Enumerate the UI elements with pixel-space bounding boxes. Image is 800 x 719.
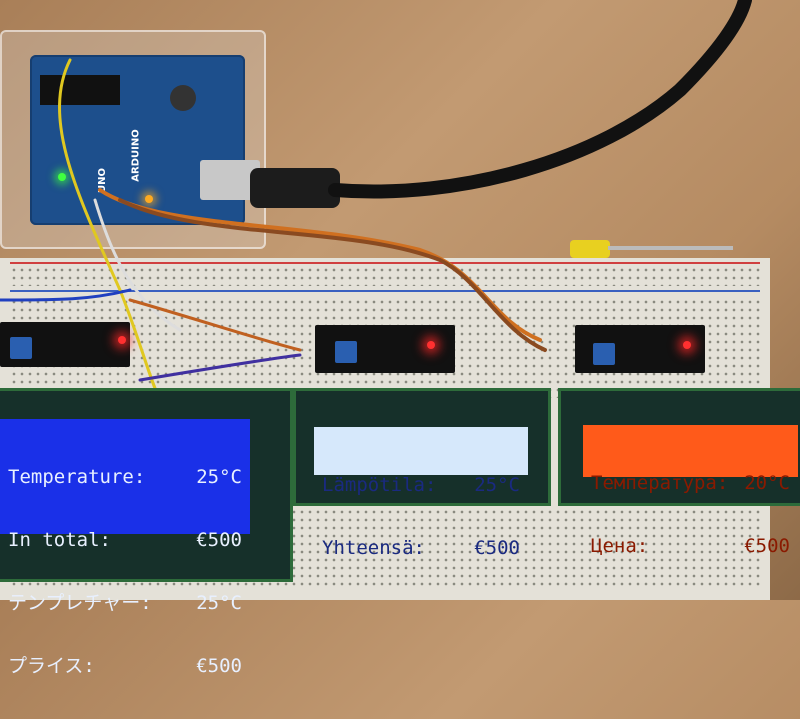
blue-rail-line	[10, 290, 760, 292]
lcd-line: プライス: €500	[8, 656, 242, 677]
usb-cable	[328, 0, 752, 199]
red-rail-line	[10, 262, 760, 264]
lcd-label: プライス:	[8, 655, 95, 677]
lcd-line: Temperature: 25°C	[8, 467, 242, 488]
lcd-line: In total: €500	[8, 530, 242, 551]
lcd-module-left: Temperature: 25°C In total: €500 テンプレチャー: 2…	[0, 388, 293, 677]
lcd-line: Цена: €500	[591, 536, 790, 557]
jumper-wires	[0, 58, 547, 402]
power-rail-holes	[10, 266, 760, 286]
tx-led	[145, 195, 153, 203]
usb-cable-plug[interactable]	[250, 168, 340, 208]
wire-white	[93, 198, 182, 332]
backpack-led	[683, 341, 691, 349]
lcd-line: Lämpötila: 25°C	[322, 475, 520, 496]
lcd-label: テンプレチャー:	[8, 592, 152, 614]
wire-brown	[118, 198, 547, 352]
lcd-label: Температура:	[591, 472, 729, 494]
backpack-led	[118, 336, 126, 344]
lcd-label: Lämpötila:	[322, 474, 437, 496]
lcd-line: Температура: 20°C	[591, 473, 790, 494]
lcd-screen-right: Температура: 20°C Цена: €500	[583, 425, 798, 557]
contrast-potentiometer[interactable]	[335, 341, 357, 363]
backpack-led	[427, 341, 435, 349]
lcd-label: Temperature:	[8, 466, 146, 488]
lcd-value: €500	[474, 537, 520, 559]
lcd-value: 25°C	[474, 474, 520, 496]
cable-layer	[328, 0, 752, 199]
i2c-backpack-right	[575, 325, 705, 373]
lcd-value: 25°C	[196, 466, 242, 488]
lcd-line: テンプレチャー: 25°C	[8, 593, 242, 614]
lcd-value: €500	[196, 655, 242, 677]
arduino-uno-board: ARDUINO UNO	[30, 55, 245, 225]
microcontroller-chip	[40, 75, 120, 105]
lcd-label: In total:	[8, 529, 111, 551]
i2c-backpack-left	[0, 322, 130, 367]
lcd-value: €500	[744, 535, 790, 557]
contrast-potentiometer[interactable]	[10, 337, 32, 359]
lcd-module-right: Температура: 20°C Цена: €500	[558, 388, 800, 557]
lcd-screen-left: Temperature: 25°C In total: €500 テンプレチャー: 2…	[0, 419, 250, 677]
lcd-line: Yhteensä: €500	[322, 538, 520, 559]
lcd-value: 20°C	[744, 472, 790, 494]
lcd-module-middle: Lämpötila: 25°C Yhteensä: €500	[293, 388, 551, 559]
lcd-value: 25°C	[196, 592, 242, 614]
wire-yellow	[58, 58, 162, 402]
wire-blue	[0, 288, 132, 302]
screwdriver-handle	[570, 240, 610, 258]
contrast-potentiometer[interactable]	[593, 343, 615, 365]
i2c-backpack-middle	[315, 325, 455, 373]
wire-multi	[128, 298, 302, 352]
wire-orange	[98, 188, 542, 342]
power-led	[58, 173, 66, 181]
screwdriver-shaft	[608, 246, 733, 250]
lcd-screen-middle: Lämpötila: 25°C Yhteensä: €500	[314, 427, 528, 559]
lcd-value: €500	[196, 529, 242, 551]
capacitor	[170, 85, 196, 111]
lcd-label: Yhteensä:	[322, 537, 425, 559]
wire-multi-2	[138, 353, 302, 382]
lcd-label: Цена:	[591, 535, 649, 557]
